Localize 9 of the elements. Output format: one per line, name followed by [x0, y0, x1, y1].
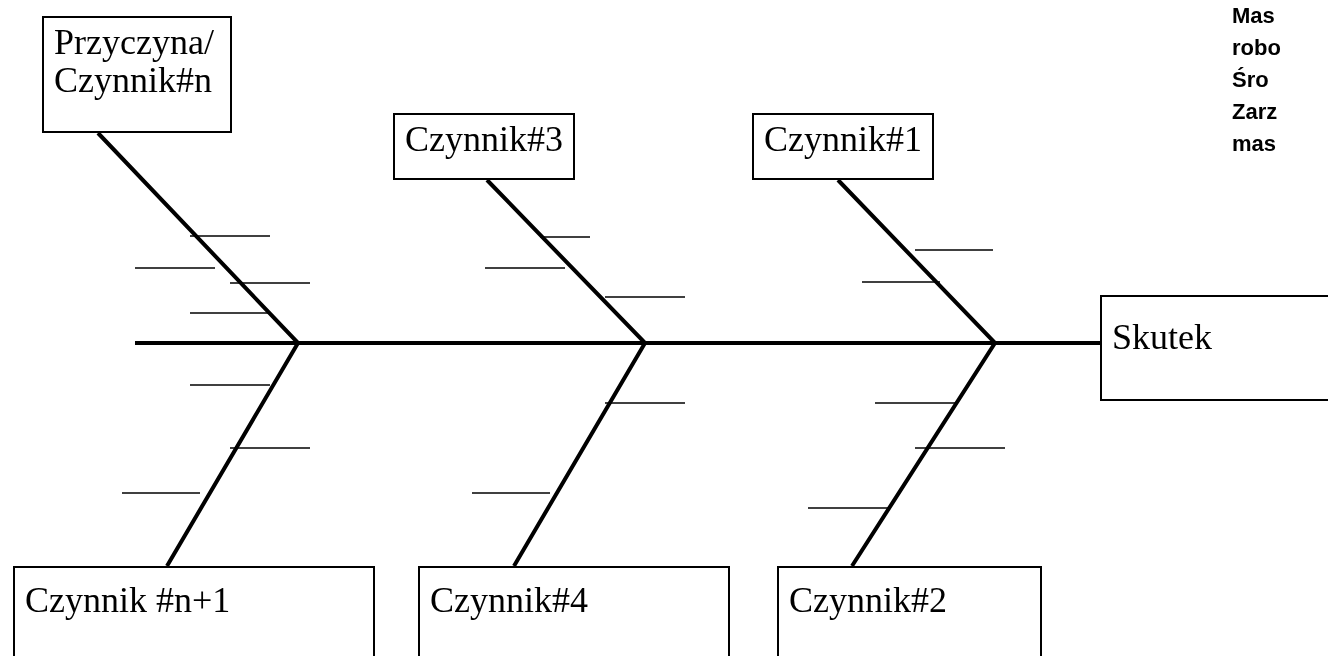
- effect-box: Skutek: [1100, 295, 1328, 401]
- bone-line: [850, 341, 1100, 568]
- cause-box: Czynnik#3: [393, 113, 575, 180]
- cause-box: Czynnik #n+1: [13, 566, 375, 656]
- cause-box: Czynnik#2: [777, 566, 1042, 656]
- note-text: Mas robo Śro Zarz mas: [1232, 2, 1282, 158]
- cause-box: Czynnik#1: [752, 113, 934, 180]
- cause-box: Czynnik#4: [418, 566, 730, 656]
- cause-box: Przyczyna/ Czynnik#n: [42, 16, 232, 133]
